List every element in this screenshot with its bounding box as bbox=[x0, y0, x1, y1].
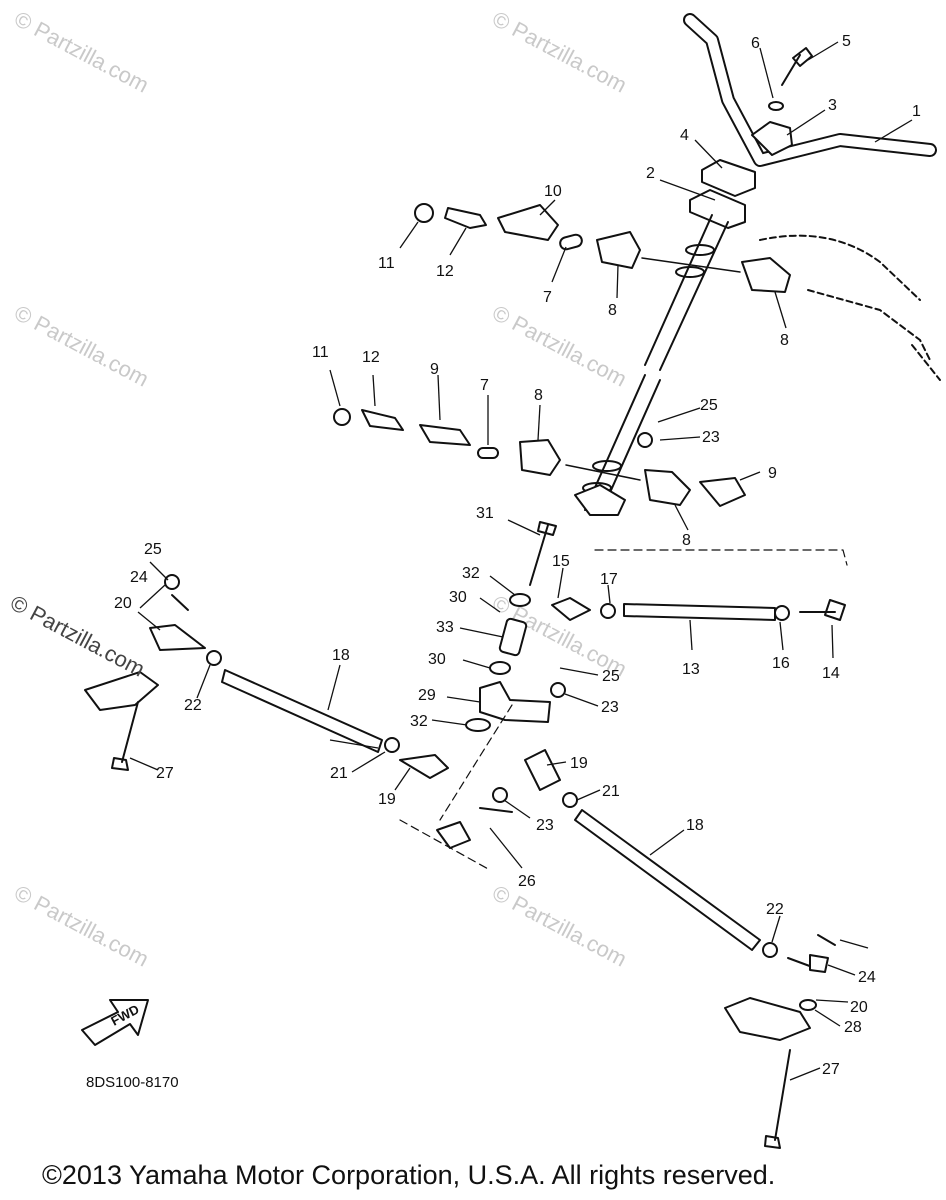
handlebar-part bbox=[683, 13, 937, 167]
nut-part bbox=[550, 682, 566, 698]
callout-18: 18 bbox=[686, 817, 704, 834]
tie-rod-right-part bbox=[524, 749, 836, 1149]
arm-part bbox=[436, 821, 471, 849]
callout-17: 17 bbox=[600, 571, 618, 588]
callout-24: 24 bbox=[130, 569, 148, 586]
callout-1: 1 bbox=[912, 103, 921, 120]
callout-14: 14 bbox=[822, 665, 840, 682]
callout-23: 23 bbox=[536, 817, 554, 834]
callout-32: 32 bbox=[462, 565, 480, 582]
callout-8: 8 bbox=[608, 302, 617, 319]
holder-set-lower bbox=[333, 408, 746, 507]
bolt-center-part bbox=[529, 521, 557, 586]
callout-11: 11 bbox=[312, 344, 329, 361]
tie-rod-end-part bbox=[824, 599, 846, 621]
nut-part bbox=[637, 432, 653, 448]
washer-part bbox=[465, 718, 491, 732]
relay-rod-part bbox=[551, 597, 836, 621]
callout-28: 28 bbox=[844, 1019, 862, 1036]
holder-set-upper bbox=[414, 203, 791, 293]
callout-30: 30 bbox=[449, 589, 467, 606]
steering-column-part bbox=[574, 214, 729, 516]
callout-18: 18 bbox=[332, 647, 350, 664]
callout-27: 27 bbox=[822, 1061, 840, 1078]
callout-13: 13 bbox=[682, 661, 700, 678]
clamp-lower-part bbox=[701, 159, 756, 197]
collar-part bbox=[489, 661, 511, 675]
callout-7: 7 bbox=[480, 377, 489, 394]
callout-29: 29 bbox=[418, 687, 436, 704]
callout-19: 19 bbox=[570, 755, 588, 772]
callout-25: 25 bbox=[602, 668, 620, 685]
callout-8: 8 bbox=[780, 332, 789, 349]
nut-part bbox=[774, 605, 790, 621]
callout-24: 24 bbox=[858, 969, 876, 986]
callout-11: 11 bbox=[378, 255, 395, 272]
nut-part bbox=[600, 603, 616, 619]
callout-9: 9 bbox=[430, 361, 439, 378]
callout-16: 16 bbox=[772, 655, 790, 672]
callout-8: 8 bbox=[534, 387, 543, 404]
callout-23: 23 bbox=[702, 429, 720, 446]
cotter-pin-part bbox=[479, 807, 513, 813]
callout-25: 25 bbox=[700, 397, 718, 414]
callout-21: 21 bbox=[602, 783, 620, 800]
collar-part bbox=[509, 593, 531, 607]
callout-22: 22 bbox=[766, 901, 784, 918]
callout-26: 26 bbox=[518, 873, 536, 890]
callout-25: 25 bbox=[144, 541, 162, 558]
washer-part bbox=[768, 101, 784, 111]
callout-20: 20 bbox=[114, 595, 132, 612]
pitman-arm-part bbox=[479, 681, 551, 723]
callout-33: 33 bbox=[436, 619, 454, 636]
callout-32: 32 bbox=[410, 713, 428, 730]
callout-8: 8 bbox=[682, 532, 691, 549]
nut-part bbox=[492, 787, 508, 803]
callout-7: 7 bbox=[543, 289, 552, 306]
bushing-part bbox=[498, 617, 528, 657]
guide-line bbox=[399, 549, 848, 871]
callout-2: 2 bbox=[646, 165, 655, 182]
callout-10: 10 bbox=[544, 183, 562, 200]
callout-31: 31 bbox=[476, 505, 494, 522]
copyright-notice: ©2013 Yamaha Motor Corporation, U.S.A. A… bbox=[42, 1160, 776, 1190]
callout-20: 20 bbox=[850, 999, 868, 1016]
callout-27: 27 bbox=[156, 765, 174, 782]
callout-6: 6 bbox=[751, 35, 760, 52]
callout-3: 3 bbox=[828, 97, 837, 114]
callout-15: 15 bbox=[552, 553, 570, 570]
callout-21: 21 bbox=[330, 765, 348, 782]
clamp-upper-part bbox=[751, 121, 793, 156]
frame-part bbox=[759, 234, 941, 381]
callout-12: 12 bbox=[362, 349, 380, 366]
callout-23: 23 bbox=[601, 699, 619, 716]
document-number: 8DS100-8170 bbox=[86, 1074, 179, 1091]
callout-9: 9 bbox=[768, 465, 777, 482]
callout-5: 5 bbox=[842, 33, 851, 50]
bolt-part bbox=[781, 47, 813, 86]
callout-30: 30 bbox=[428, 651, 446, 668]
tie-rod-left-part bbox=[84, 574, 449, 779]
callout-22: 22 bbox=[184, 697, 202, 714]
column-plate-part bbox=[689, 189, 746, 229]
callout-19: 19 bbox=[378, 791, 396, 808]
fwd-arrow-icon bbox=[81, 999, 149, 1046]
callout-12: 12 bbox=[436, 263, 454, 280]
callout-4: 4 bbox=[680, 127, 689, 144]
